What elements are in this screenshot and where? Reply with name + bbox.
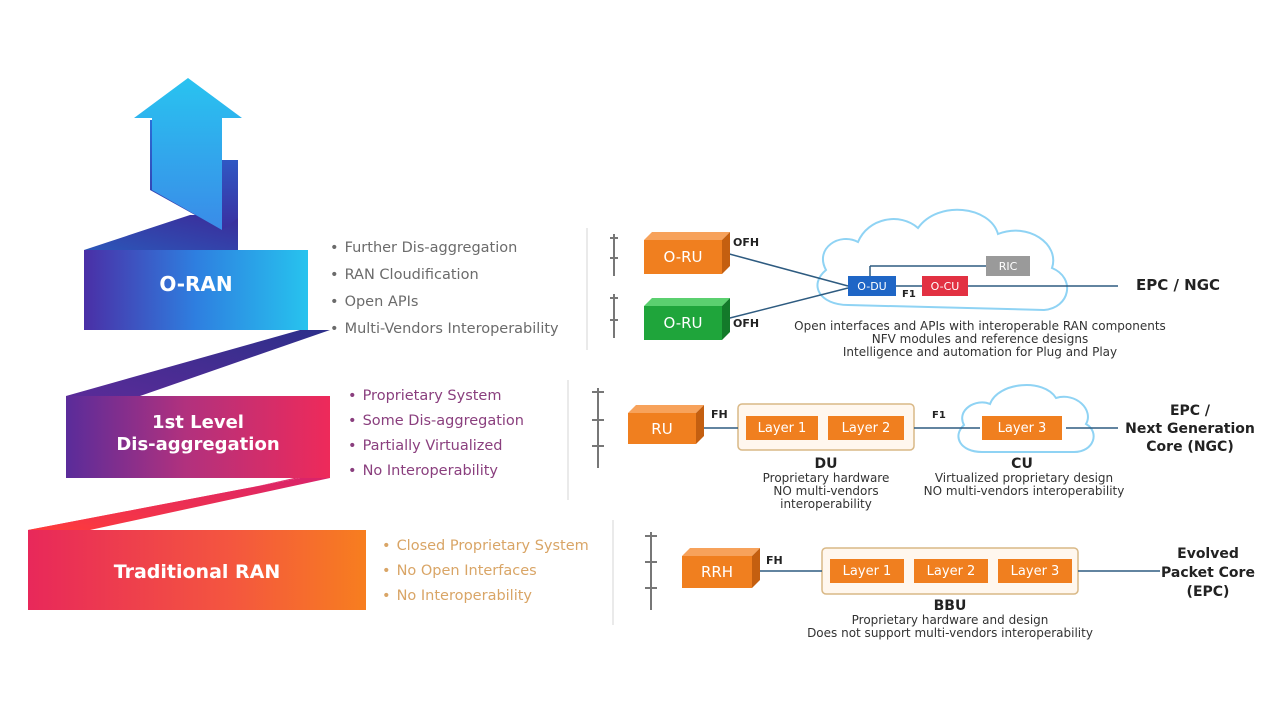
first-level-title-line2: Dis-aggregation — [116, 433, 280, 455]
list-item: Closed Proprietary System — [382, 534, 589, 559]
du-caption-line: NO multi-vendors — [773, 484, 879, 498]
layer3-box-trad: Layer 3 — [998, 559, 1072, 583]
bbu-caption-line: Does not support multi-vendors interoper… — [807, 626, 1093, 640]
bbu-title: BBU — [933, 598, 967, 614]
list-item: Open APIs — [330, 289, 559, 316]
layer3-box-level1: Layer 3 — [982, 416, 1062, 440]
riser-traditional-to-level1-fill — [28, 478, 330, 530]
oran-caption-line: Intelligence and automation for Plug and… — [842, 345, 1118, 359]
first-level-title: 1st Level Dis-aggregation — [66, 412, 330, 455]
riser-oran-to-arrow — [84, 215, 238, 250]
band-first-level — [66, 396, 330, 478]
ofh-top-label: OFH — [733, 236, 760, 249]
du-caption-line: Proprietary hardware — [762, 471, 890, 485]
cu-caption-line: Virtualized proprietary design — [934, 471, 1114, 485]
layer2-box-trad: Layer 2 — [914, 559, 988, 583]
layer1-box-trad: Layer 1 — [830, 559, 904, 583]
odu-label: O-DU — [857, 279, 887, 293]
list-item: Multi-Vendors Interoperability — [330, 316, 559, 343]
cu-title: CU — [1011, 456, 1033, 472]
du-caption: Proprietary hardware NO multi-vendors in… — [726, 472, 926, 511]
antenna-icon — [610, 234, 618, 276]
rrh-box — [682, 548, 760, 588]
layer2-box-level1: Layer 2 — [828, 416, 904, 440]
list-item: Proprietary System — [348, 384, 524, 409]
oran-caption-line: Open interfaces and APIs with interopera… — [794, 319, 1166, 333]
traditional-level-title: Traditional RAN — [113, 561, 281, 583]
ru-box — [628, 405, 704, 444]
ru-label: RU — [651, 419, 673, 438]
ocu-box — [922, 276, 968, 296]
core-label-level1: EPC / Next Generation Core (NGC) — [1112, 402, 1268, 456]
list-item: No Interoperability — [348, 459, 524, 484]
odu-box — [848, 276, 896, 296]
antenna-icon — [592, 388, 604, 468]
oru-bottom-label: O-RU — [663, 314, 703, 332]
core-label-oran: EPC / NGC — [1136, 276, 1221, 294]
core-label-trad: Evolved Packet Core (EPC) — [1150, 545, 1266, 602]
cu-caption-line: NO multi-vendors interoperability — [923, 484, 1125, 498]
du-title: DU — [814, 456, 838, 472]
list-item: Further Dis-aggregation — [330, 235, 559, 262]
oru-top-label: O-RU — [663, 248, 703, 266]
oru-bottom-box — [644, 298, 730, 340]
bbu-caption-line: Proprietary hardware and design — [851, 613, 1049, 627]
ocu-label: O-CU — [930, 279, 960, 293]
first-level-bullet-list: Proprietary System Some Dis-aggregation … — [348, 384, 524, 484]
oran-caption-line: NFV modules and reference designs — [871, 332, 1089, 346]
core-label-line: EPC / — [1169, 403, 1211, 419]
core-label-line: Core (NGC) — [1146, 439, 1234, 455]
list-item: No Open Interfaces — [382, 559, 589, 584]
core-label-line: (EPC) — [1186, 584, 1230, 600]
cu-caption: Virtualized proprietary design NO multi-… — [906, 472, 1142, 498]
list-item: RAN Cloudification — [330, 262, 559, 289]
core-label-line: Evolved — [1177, 546, 1239, 562]
ric-label: RIC — [998, 259, 1018, 273]
list-item: Partially Virtualized — [348, 434, 524, 459]
riser-level1-to-oran — [66, 330, 330, 396]
oru-top-box — [644, 232, 730, 274]
fh-label-trad: FH — [766, 554, 783, 567]
band-oran — [84, 250, 308, 330]
oran-caption: Open interfaces and APIs with interopera… — [770, 320, 1190, 359]
arrow-up-icon — [134, 78, 242, 230]
list-item: Some Dis-aggregation — [348, 409, 524, 434]
antenna-icon — [645, 532, 657, 610]
antenna-icon — [610, 294, 618, 338]
f1-label-oran: F1 — [902, 289, 916, 300]
core-label-line: Packet Core — [1161, 565, 1255, 581]
fh-label-level1: FH — [711, 408, 728, 421]
riser-traditional-to-level1 — [28, 470, 330, 530]
ofh-bottom-label: OFH — [733, 317, 760, 330]
du-caption-line: interoperability — [780, 497, 872, 511]
core-label-line: Next Generation — [1125, 421, 1255, 437]
rrh-label: RRH — [700, 563, 734, 581]
oran-bullet-list: Further Dis-aggregation RAN Cloudificati… — [330, 235, 559, 343]
bbu-caption: Proprietary hardware and design Does not… — [770, 614, 1130, 640]
band-traditional-ran — [28, 530, 366, 610]
oran-level-title: O-RAN — [159, 272, 233, 296]
first-level-title-line1: 1st Level — [152, 412, 244, 433]
traditional-bullet-list: Closed Proprietary System No Open Interf… — [382, 534, 589, 609]
list-item: No Interoperability — [382, 584, 589, 609]
f1-label-level1: F1 — [932, 410, 946, 421]
layer1-box-level1: Layer 1 — [746, 416, 818, 440]
ric-box — [986, 256, 1030, 276]
